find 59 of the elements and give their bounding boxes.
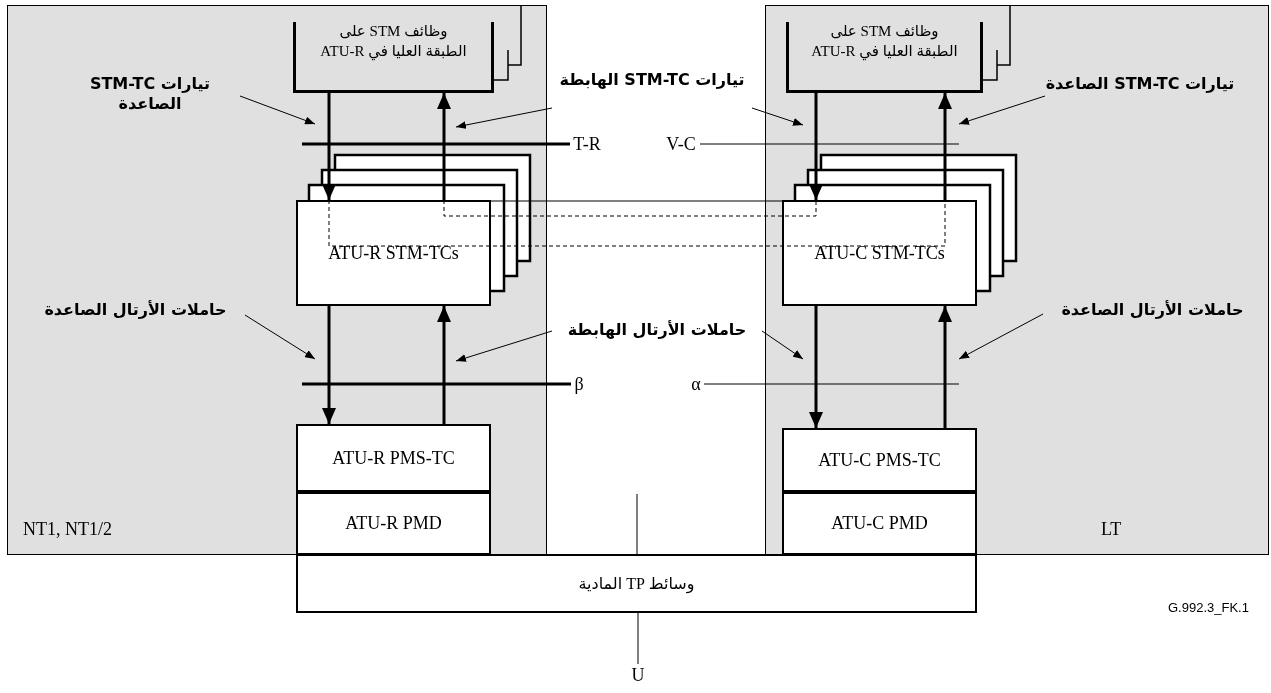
reference-point-line xyxy=(302,142,570,146)
block-label: وسائط TP المادية xyxy=(578,574,695,593)
signal-arrow xyxy=(938,306,952,428)
interface-line xyxy=(637,612,639,665)
signal-arrow xyxy=(437,306,451,424)
leader-arrow xyxy=(244,314,316,360)
reference-point-label: V-C xyxy=(662,133,700,155)
signal-arrow xyxy=(938,93,952,200)
reference-point-label: β xyxy=(571,373,587,395)
equipment-region-panel xyxy=(765,5,1269,555)
reference-point-line xyxy=(302,382,571,386)
dashed-connector-line xyxy=(443,199,817,217)
block-label: ATU-C PMS-TC xyxy=(818,449,941,471)
equipment-region-panel xyxy=(7,5,547,555)
callout-label: تيارات STM-TC الصاعدة xyxy=(1045,74,1235,122)
function-block xyxy=(782,492,977,555)
connector-line xyxy=(490,200,783,202)
signal-arrow xyxy=(322,306,336,424)
leader-arrow xyxy=(751,107,804,126)
function-block xyxy=(782,428,977,492)
leader-arrow xyxy=(239,95,316,125)
block-label: ATU-C STM-TCs xyxy=(814,242,945,264)
reference-point-line xyxy=(699,143,960,145)
reference-point-line xyxy=(703,383,960,385)
leader-arrow xyxy=(455,107,553,129)
block-label: ATU-C PMD xyxy=(831,513,928,534)
transmission-medium-block xyxy=(296,554,977,613)
reference-point-label: U xyxy=(629,664,647,686)
signal-arrow xyxy=(809,306,823,428)
callout-label: حاملات الأرتال الصاعدة xyxy=(1043,300,1262,326)
leader-arrow xyxy=(958,313,1044,360)
leader-arrow xyxy=(958,95,1046,125)
block-label: وظائف STM على الطبقة العليا في ATU-R xyxy=(319,22,468,61)
callout-label: تيارات STM-TC الصاعدة xyxy=(60,74,240,122)
leader-arrow xyxy=(455,330,553,362)
callout-label: حاملات الأرتال الهابطة xyxy=(552,320,762,346)
open-top-block xyxy=(293,22,494,93)
figure-identifier: G.992.3_FK.1 xyxy=(1168,600,1249,615)
function-block xyxy=(296,492,491,555)
callout-label: حاملات الأرتال الصاعدة xyxy=(26,300,245,326)
block-label: ATU-R STM-TCs xyxy=(328,242,459,264)
block-label: ATU-R PMS-TC xyxy=(332,447,455,469)
signal-arrow xyxy=(437,93,451,200)
signal-arrow xyxy=(322,93,336,200)
open-top-block xyxy=(786,22,983,93)
reference-point-label: α xyxy=(688,373,704,395)
block-label: وظائف STM على الطبقة العليا في ATU-R xyxy=(810,22,959,61)
function-block xyxy=(296,200,491,306)
signal-arrow xyxy=(809,93,823,200)
leader-arrow xyxy=(761,330,804,360)
region-label: NT1, NT1/2 xyxy=(23,519,112,540)
interface-line xyxy=(636,493,638,555)
function-block xyxy=(296,424,491,492)
dashed-connector-line xyxy=(328,199,946,247)
reference-point-label: T-R xyxy=(570,133,604,155)
block-label: ATU-R PMD xyxy=(345,513,442,534)
function-block xyxy=(782,200,977,306)
region-label: LT xyxy=(1101,519,1122,540)
callout-label: تيارات STM-TC الهابطة xyxy=(552,70,752,118)
